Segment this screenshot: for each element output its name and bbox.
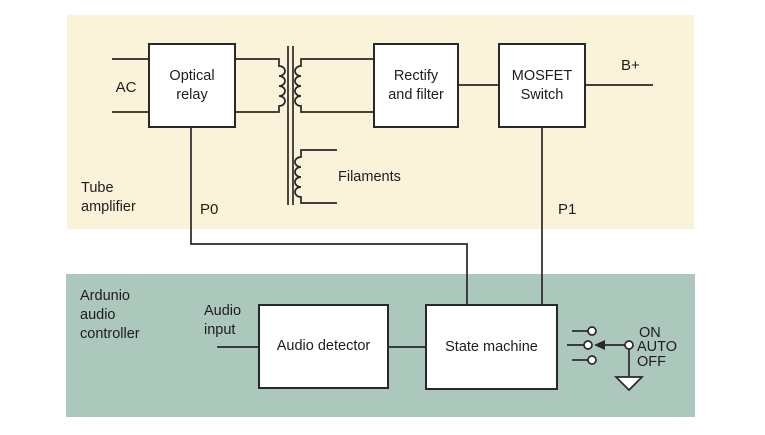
mosfet-switch-label: MOSFET Switch	[511, 67, 573, 103]
switch-contact-auto	[583, 340, 593, 350]
rectify-filter-label: Rectify and filter	[388, 67, 444, 103]
ac-label: AC	[115, 79, 137, 96]
selector-switch-icon	[567, 326, 645, 392]
state-machine-label: State machine	[445, 338, 538, 355]
filaments-label: Filaments	[338, 169, 401, 185]
block-optical-relay: Optical relay	[148, 43, 236, 128]
audio-input-label: Audio input	[204, 303, 242, 338]
tube-amplifier-label: Tube amplifier	[81, 180, 136, 215]
transformer-core	[287, 46, 294, 205]
switch-contact-on	[587, 326, 597, 336]
ground-symbol-icon	[613, 376, 645, 392]
optical-relay-label: Optical relay	[169, 67, 215, 103]
p0-label: P0	[200, 201, 219, 218]
switch-off-label: OFF	[637, 354, 666, 370]
b-plus-label: B+	[621, 57, 640, 74]
selector-arrow-head-icon	[594, 340, 605, 350]
block-mosfet-switch: MOSFET Switch	[498, 43, 586, 128]
switch-contact-off	[587, 355, 597, 365]
block-rectify-filter: Rectify and filter	[373, 43, 459, 128]
switch-on-label: ON	[639, 325, 661, 341]
transformer-primary-coil	[235, 58, 286, 113]
arduino-controller-label: Ardunio audio controller	[80, 288, 140, 342]
transformer-secondary-coil	[294, 58, 373, 113]
switch-auto-label: AUTO	[637, 339, 678, 355]
audio-detector-label: Audio detector	[276, 338, 371, 354]
filament-coil	[294, 149, 337, 204]
block-state-machine: State machine	[425, 304, 558, 390]
p0-wire	[190, 127, 468, 304]
p1-label: P1	[558, 201, 577, 218]
block-audio-detector: Audio detector	[258, 304, 389, 389]
switch-pole-contact	[624, 340, 634, 350]
